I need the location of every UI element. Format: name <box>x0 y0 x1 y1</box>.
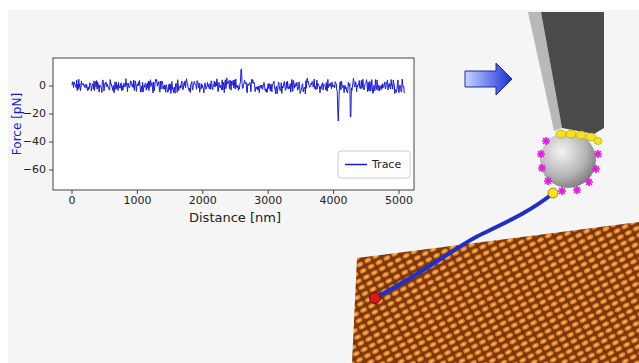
tick-label: 0 <box>69 195 76 207</box>
axis-title: Distance [nm] <box>189 211 281 225</box>
attachment-dot <box>548 188 558 198</box>
tick-label: 0 <box>39 80 46 92</box>
tick-label: 1000 <box>123 195 151 207</box>
bead <box>540 132 596 188</box>
linker-dots <box>556 130 602 145</box>
tick-label: 2000 <box>189 195 217 207</box>
plot-frame <box>53 58 414 190</box>
legend-line-sample <box>345 164 367 166</box>
axis-title: Force [pN] <box>11 93 24 155</box>
tick-label: 4000 <box>320 195 348 207</box>
afm-surface-image <box>352 222 639 363</box>
legend-text: Trace <box>372 158 401 170</box>
cantilever <box>541 12 604 134</box>
tick-label: −40 <box>23 136 46 148</box>
tick-label: 5000 <box>385 195 413 207</box>
force-trace <box>72 69 404 121</box>
tick-label: −60 <box>23 164 46 176</box>
anchor-dot <box>370 293 381 304</box>
tick-label: 3000 <box>254 195 282 207</box>
magenta-stars <box>537 137 602 195</box>
polymer-chain <box>375 194 552 298</box>
legend-box <box>338 151 410 178</box>
direction-arrow <box>465 63 512 95</box>
figure-panel <box>8 10 639 363</box>
trace-plot <box>72 69 404 121</box>
tick-label: −20 <box>23 108 46 120</box>
